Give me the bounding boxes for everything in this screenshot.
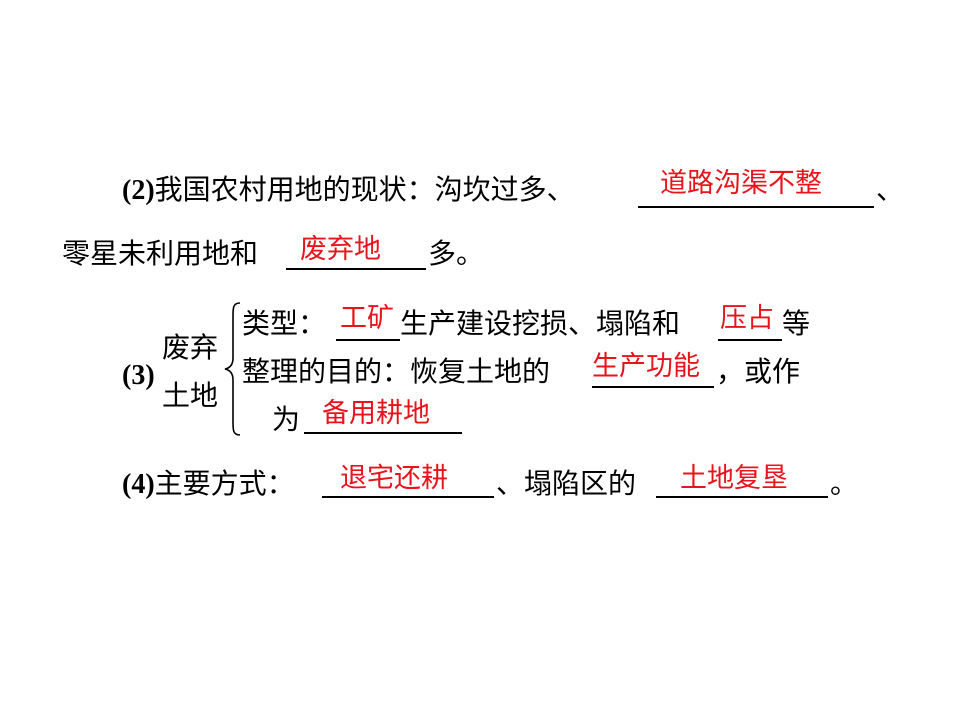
item2-line2-end: 多。 <box>428 237 485 270</box>
item3-answer-purpose2: 备用耕地 <box>322 398 430 429</box>
item2-answer2: 废弃地 <box>300 234 381 265</box>
item4-line: (4)主要方式： <box>122 466 295 503</box>
item3-blank-type2 <box>718 339 782 341</box>
item2-line1-text: 我国农村用地的现状：沟坎过多、 <box>154 173 575 206</box>
item4-blank2 <box>656 496 828 498</box>
item3-type-end: 等 <box>782 307 811 340</box>
item3-purpose-text: 整理的目的：恢复土地的 <box>242 355 551 388</box>
item3-type-text: 类型： <box>242 307 327 340</box>
item2-blank1 <box>638 206 874 208</box>
item3-answer-type1: 工矿 <box>340 303 394 334</box>
item2-line1: (2)我国农村用地的现状：沟坎过多、 <box>122 172 575 209</box>
item3-type-mid: 生产建设挖损、塌陷和 <box>400 307 681 340</box>
item3-blank-purpose1 <box>592 386 714 388</box>
item2-number: (2) <box>122 175 155 206</box>
item3-blank-purpose2 <box>304 432 462 434</box>
item2-answer1: 道路沟渠不整 <box>660 168 822 199</box>
item3-answer-purpose1: 生产功能 <box>592 351 700 382</box>
item3-blank-type1 <box>336 339 400 341</box>
item4-number: (4) <box>122 469 155 500</box>
item2-line1-end: 、 <box>876 173 905 206</box>
item4-end: 。 <box>830 467 859 500</box>
item4-blank1 <box>322 496 494 498</box>
item3-purpose-line2: 为 <box>272 403 301 436</box>
item4-answer1: 退宅还耕 <box>340 463 448 494</box>
item3-purpose-end: ，或作 <box>716 355 801 388</box>
item4-answer2: 土地复垦 <box>680 463 788 494</box>
item4-mid: 、塌陷区的 <box>496 467 637 500</box>
item3-answer-type2: 压占 <box>720 303 774 334</box>
item4-text: 主要方式： <box>154 467 295 500</box>
item3-label-line2: 土地 <box>162 379 219 412</box>
item3-label-line1: 废弃 <box>162 331 219 364</box>
item2-line2-text: 零星未利用地和 <box>62 237 259 270</box>
curly-brace-icon <box>224 302 241 436</box>
item3-number: (3) <box>122 360 155 391</box>
item2-blank2 <box>286 268 426 270</box>
